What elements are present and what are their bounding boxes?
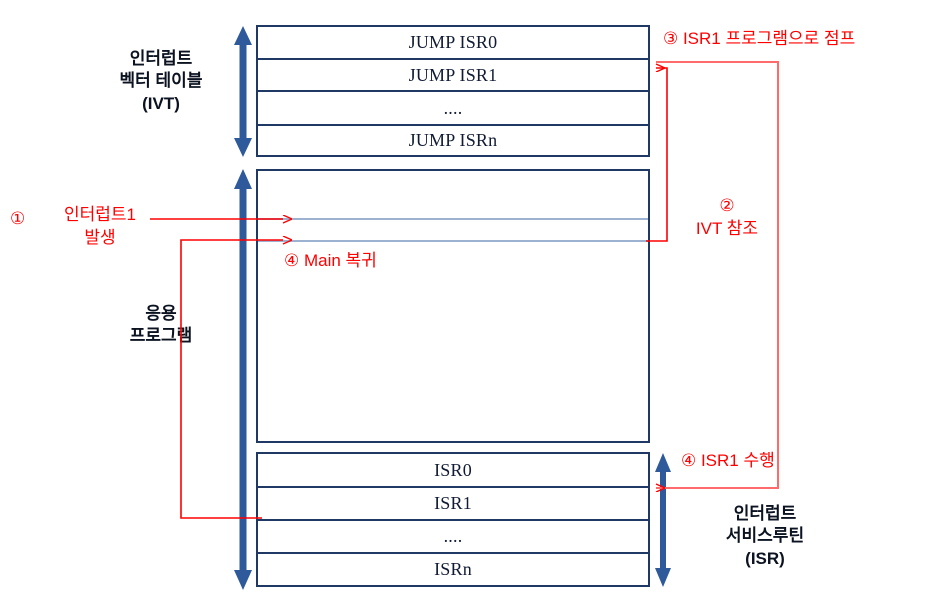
ivt-row-2: .... bbox=[258, 92, 648, 126]
main-program-divider-2 bbox=[258, 240, 648, 242]
isr-row-1: ISR1 bbox=[258, 488, 648, 521]
ivt-row-1: JUMP ISR1 bbox=[258, 60, 648, 92]
ivt-row-3-label: JUMP ISRn bbox=[408, 130, 498, 150]
main-program-block-label: 응용 프로그램 bbox=[129, 304, 193, 346]
ivt-block-label: 인터럽트 벡터 테이블 (IVT) bbox=[119, 49, 203, 113]
connector-step-3 bbox=[656, 61, 779, 488]
ivt-row-3: JUMP ISRn bbox=[258, 126, 648, 155]
isr-row-3: ISRn bbox=[258, 554, 648, 585]
isr-row-0-label: ISR0 bbox=[434, 459, 472, 480]
annotation-step-4-isr: ④ ISR1 수행 bbox=[681, 451, 775, 470]
application-extent-arrow bbox=[234, 169, 252, 590]
annotation-step-1-marker: ① bbox=[10, 209, 26, 228]
ivt-row-2-label: .... bbox=[443, 97, 463, 118]
isr-extent-arrow bbox=[655, 453, 671, 587]
annotation-step-2: ② IVT 참조 bbox=[695, 196, 759, 238]
annotation-step-1-body: 인터럽트1 발생 bbox=[63, 205, 136, 247]
isr-row-2-label: .... bbox=[443, 526, 463, 546]
isr-block: ISR0 ISR1 .... ISRn bbox=[256, 452, 650, 587]
ivt-row-0-label: JUMP ISR0 bbox=[408, 32, 498, 52]
ivt-row-1-label: JUMP ISR1 bbox=[408, 64, 498, 85]
isr-row-2: .... bbox=[258, 521, 648, 554]
isr-row-0: ISR0 bbox=[258, 454, 648, 488]
main-program-block bbox=[256, 169, 650, 443]
ivt-row-0: JUMP ISR0 bbox=[258, 27, 648, 60]
isr-row-1-label: ISR1 bbox=[434, 493, 472, 513]
annotation-step-3: ③ ISR1 프로그램으로 점프 bbox=[663, 29, 856, 48]
isr-block-label: 인터럽트 서비스루틴 (ISR) bbox=[725, 504, 805, 568]
main-program-divider-1 bbox=[258, 218, 648, 220]
isr-row-3-label: ISRn bbox=[434, 559, 472, 579]
ivt-extent-arrow bbox=[234, 26, 252, 157]
ivt-block: JUMP ISR0 JUMP ISR1 .... JUMP ISRn bbox=[256, 25, 650, 157]
annotation-step-4-main: ④ Main 복귀 bbox=[284, 251, 377, 270]
